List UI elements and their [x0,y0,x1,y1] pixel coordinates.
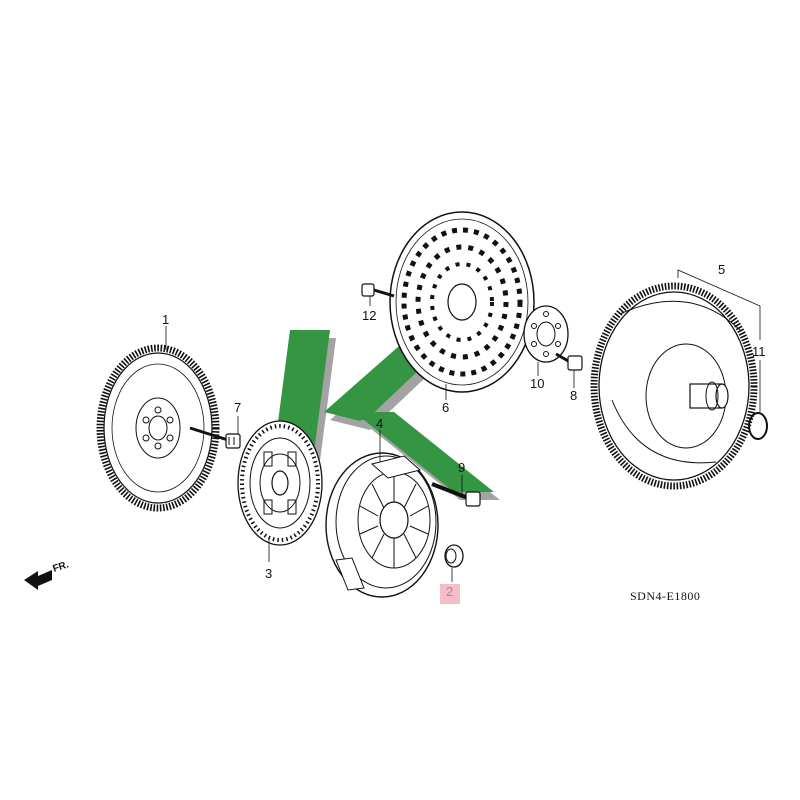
front-direction-label: FR. [52,559,71,575]
o-ring-part [748,412,768,440]
clutch-disc-part [237,420,323,546]
callout-6: 6 [442,400,449,415]
torque-converter-part [590,282,758,490]
drive-plate-bolt-part [555,352,583,371]
flywheel-part [96,344,220,512]
diagram-code: SDN4-E1800 [630,589,700,603]
callout-5: 5 [718,262,725,277]
callout-3: 3 [265,566,272,581]
callout-1: 1 [162,312,169,327]
pressure-plate-part [325,452,439,598]
callout-10: 10 [530,376,544,391]
front-direction-arrow-icon [24,570,52,590]
callout-8: 8 [570,388,577,403]
converter-bolt-part [361,283,395,298]
pilot-bushing-part [444,544,464,568]
callout-11: 11 [752,344,766,359]
drive-plate-part [389,211,535,393]
leader-lines [165,269,761,582]
callout-4: 4 [376,416,383,431]
pressure-plate-bolt-part [431,482,481,507]
callout-7: 7 [234,400,241,415]
callout-9: 9 [458,460,465,475]
highlight-box [440,584,460,604]
callout-12: 12 [362,308,376,323]
flywheel-bolt-part [189,426,241,449]
backing-plate-part [523,305,569,363]
